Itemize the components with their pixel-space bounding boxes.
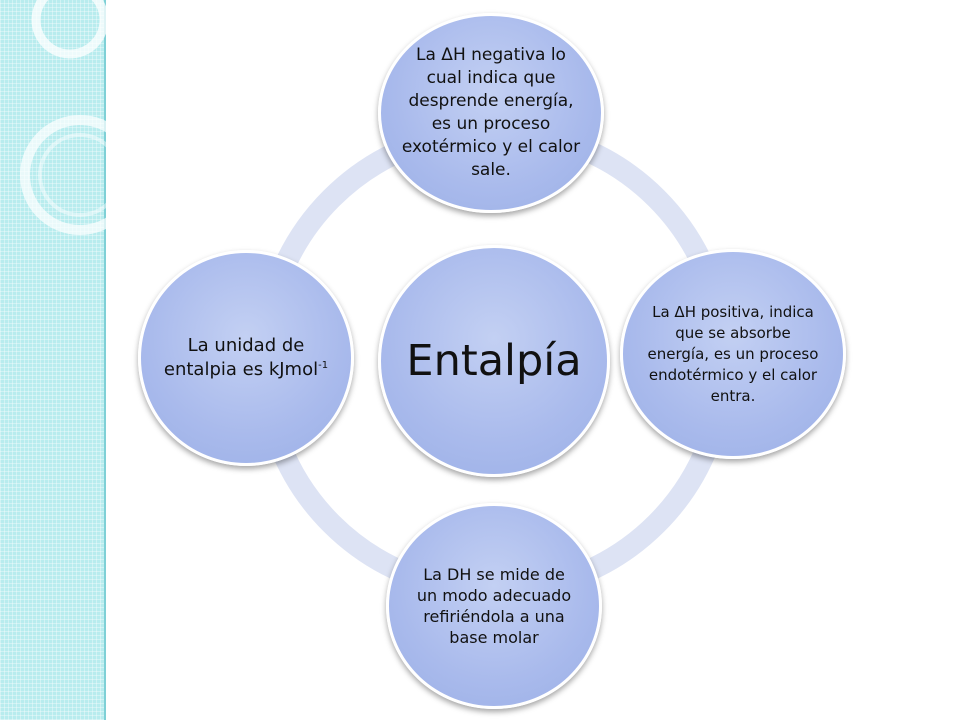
deco-ring-middle xyxy=(20,115,140,235)
node-top-text: La ΔH negativa lo cual indica que despre… xyxy=(401,45,581,180)
node-left-superscript: -1 xyxy=(318,360,329,371)
node-enthalpy-unit: La unidad de entalpia es kJmol-1 xyxy=(138,250,354,466)
node-bottom-text: La DH se mide de un modo adecuado refiri… xyxy=(416,565,572,647)
side-divider-line xyxy=(104,0,106,720)
node-left-main: La unidad de entalpia es kJmol xyxy=(163,335,319,380)
node-right-text: La ΔH positiva, indica que se absorbe en… xyxy=(647,302,819,405)
deco-ring-inner xyxy=(38,133,122,217)
center-node-label: Entalpía xyxy=(406,336,582,386)
center-node-entalpia: Entalpía xyxy=(378,245,610,477)
decorative-rings xyxy=(20,0,140,235)
node-positive-enthalpy: La ΔH positiva, indica que se absorbe en… xyxy=(620,249,846,459)
node-negative-enthalpy: La ΔH negativa lo cual indica que despre… xyxy=(378,13,604,213)
deco-ring-top xyxy=(31,0,109,59)
node-molar-basis: La DH se mide de un modo adecuado refiri… xyxy=(386,503,602,709)
node-left-text: La unidad de entalpia es kJmol-1 xyxy=(161,334,331,382)
